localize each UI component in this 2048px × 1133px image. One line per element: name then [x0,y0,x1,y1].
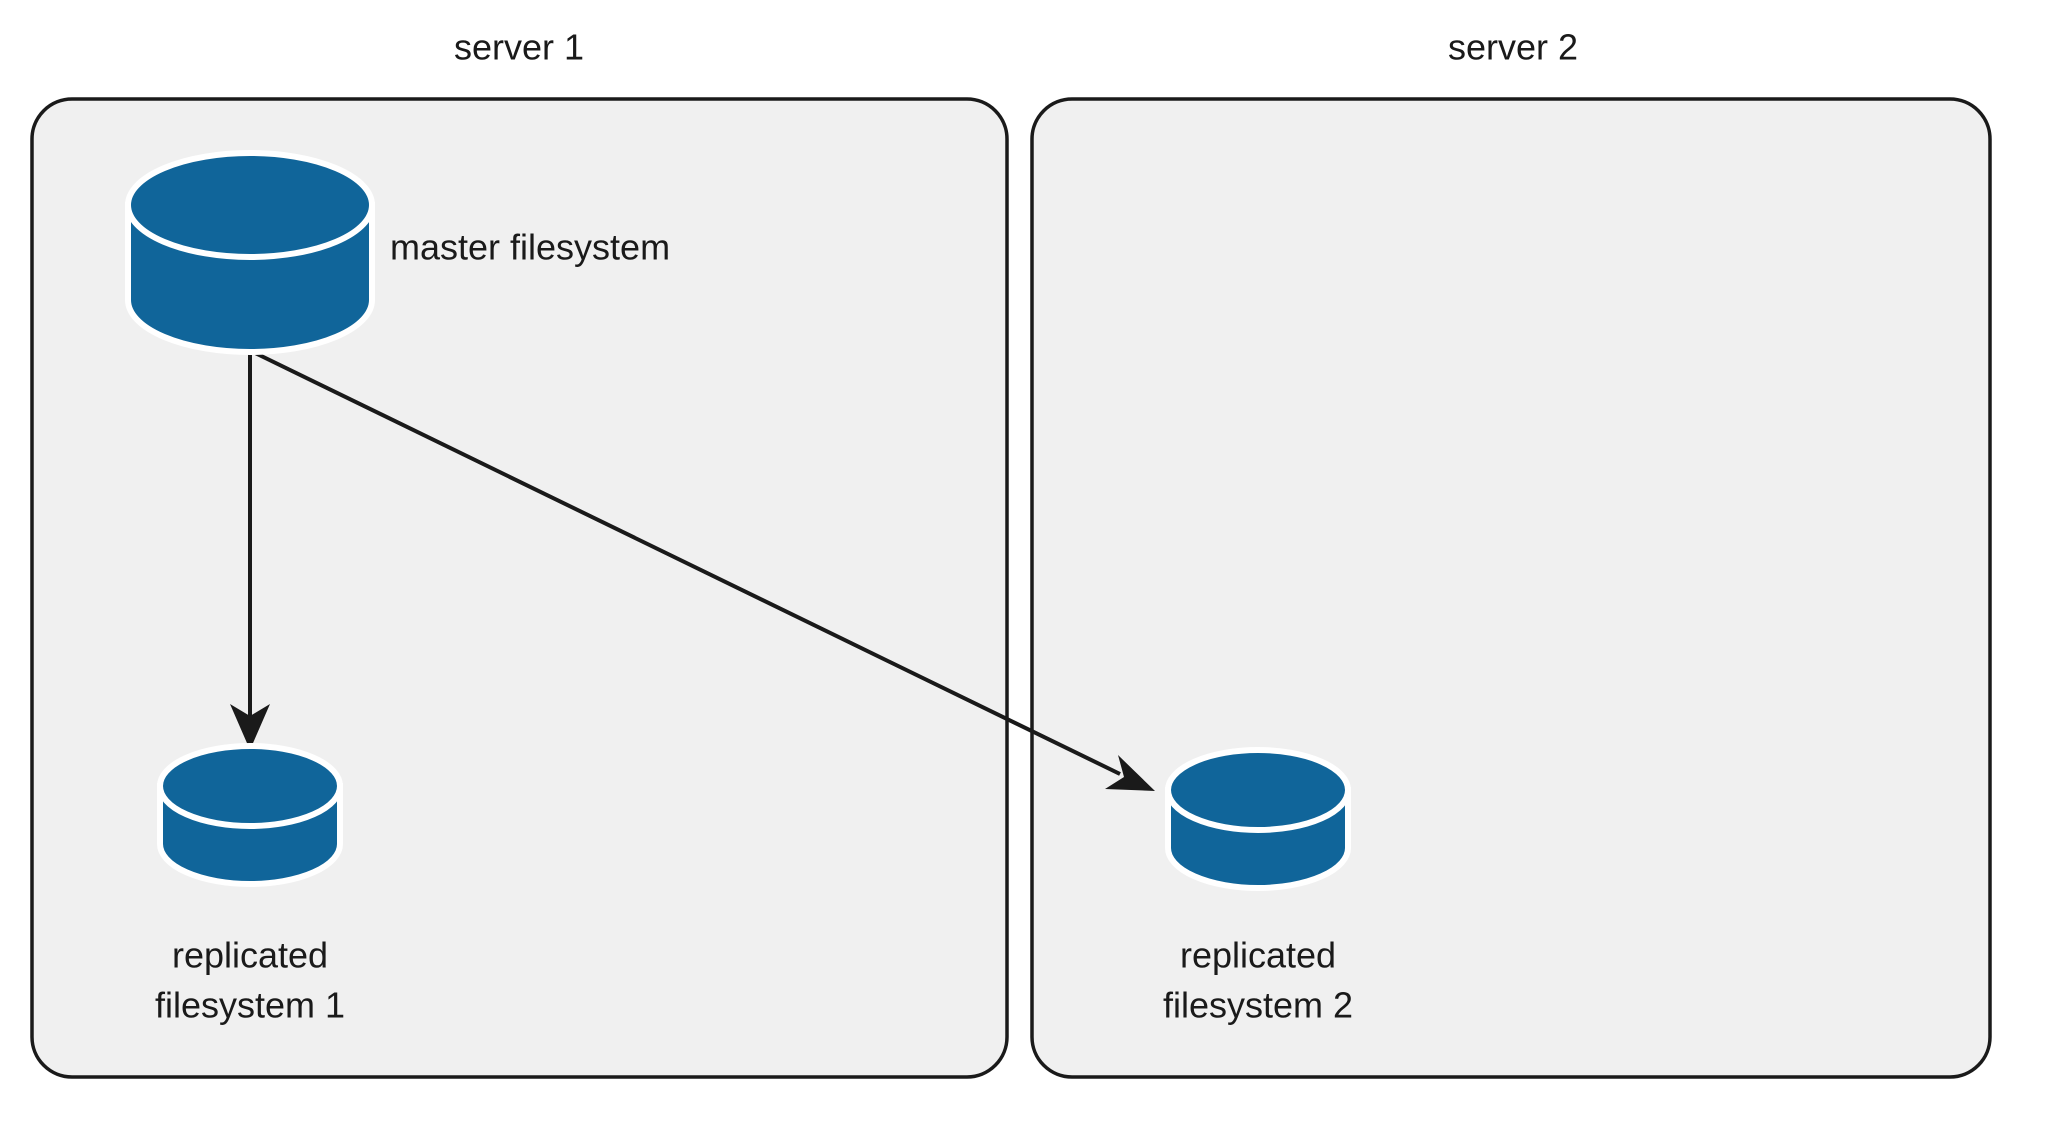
replicated-filesystem-1-cylinder-top [157,743,343,829]
master-filesystem-label: master filesystem [390,227,670,268]
replicated-filesystem-1-label-line-2: filesystem 1 [155,985,345,1026]
edge-master-to-replicated-1[interactable] [230,351,270,750]
replicated-filesystem-2-label-line-2: filesystem 2 [1163,985,1353,1026]
edge-master-to-replicated-2-arrowhead [1105,755,1155,791]
node-master-filesystem[interactable]: master filesystem [125,150,670,355]
edge-master-to-replicated-2[interactable] [250,349,1155,791]
node-replicated-filesystem-1[interactable]: replicated filesystem 1 [155,743,345,1026]
server-2-title: server 2 [1448,27,1578,68]
server-2-box[interactable] [1030,97,1992,1079]
edge-master-to-replicated-2-line [250,349,1121,776]
edge-master-to-replicated-1-arrowhead [230,704,270,750]
master-filesystem-cylinder-top [125,150,375,260]
replicated-filesystem-1-label-line-1: replicated [172,935,328,976]
replicated-filesystem-2-label-line-1: replicated [1180,935,1336,976]
replicated-filesystem-2-cylinder-top [1165,747,1351,833]
server-1-title: server 1 [454,27,584,68]
node-replicated-filesystem-2[interactable]: replicated filesystem 2 [1163,747,1353,1026]
container-server-2[interactable]: server 2 [1030,27,1992,1079]
